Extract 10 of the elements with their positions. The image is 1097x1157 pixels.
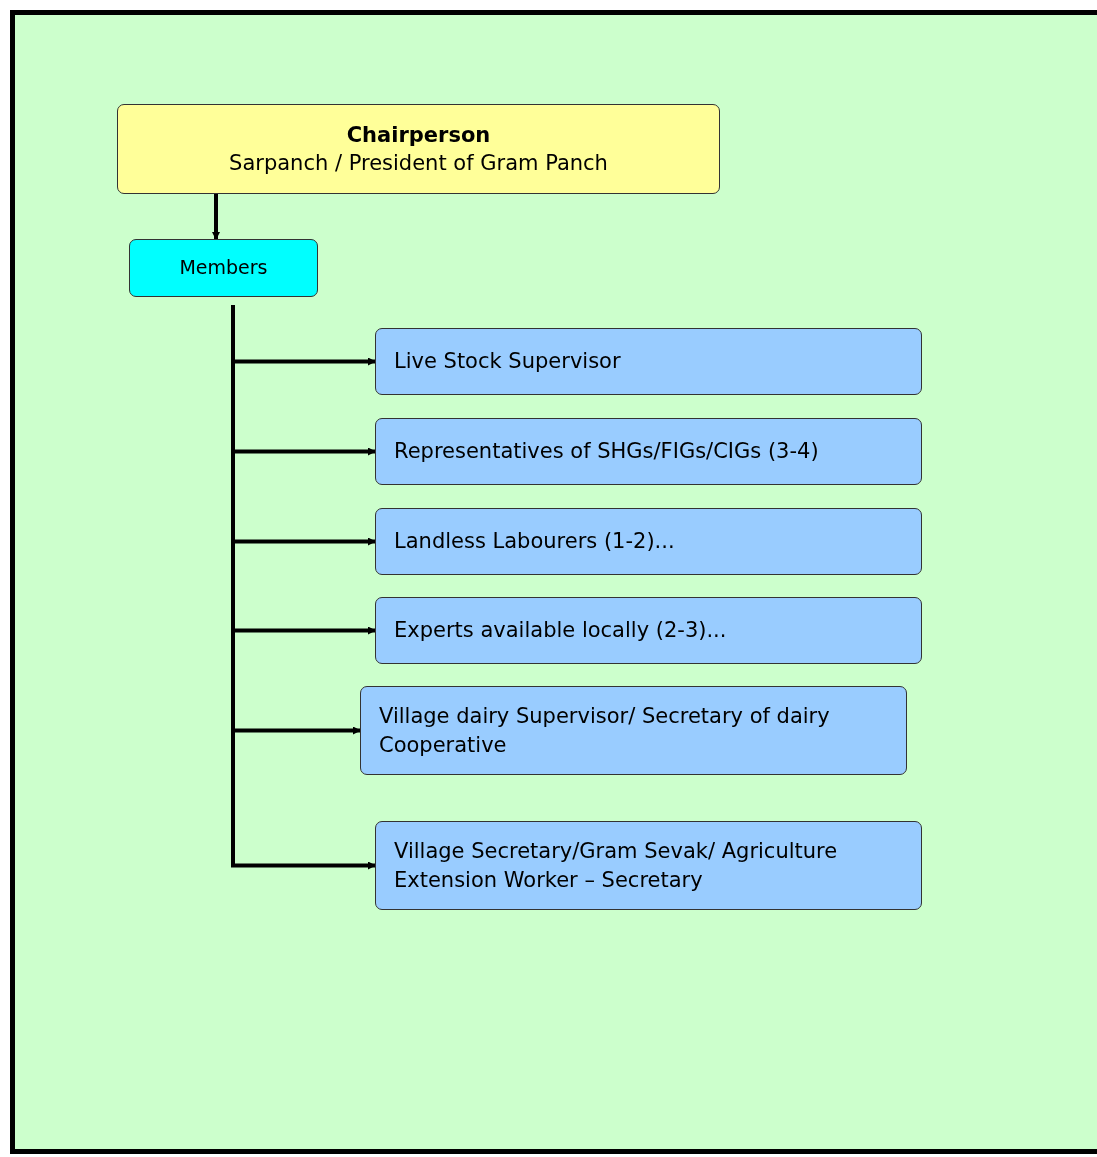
member-box: Experts available locally (2-3)... xyxy=(375,597,922,664)
members-box: Members xyxy=(129,239,318,297)
member-box: Live Stock Supervisor xyxy=(375,328,922,395)
arrow xyxy=(212,194,220,240)
member-box: Village Secretary/Gram Sevak/ Agriculture Extension Worker – Secretary xyxy=(375,821,922,910)
arrow xyxy=(231,305,376,870)
chairperson-box: Chairperson Sarpanch / President of Gram Panch xyxy=(117,104,720,194)
member-box: Village dairy Supervisor/ Secretary of dairy Cooperative xyxy=(360,686,907,775)
member-box: Landless Labourers (1-2)... xyxy=(375,508,922,575)
member-box: Representatives of SHGs/FIGs/CIGs (3-4) xyxy=(375,418,922,485)
